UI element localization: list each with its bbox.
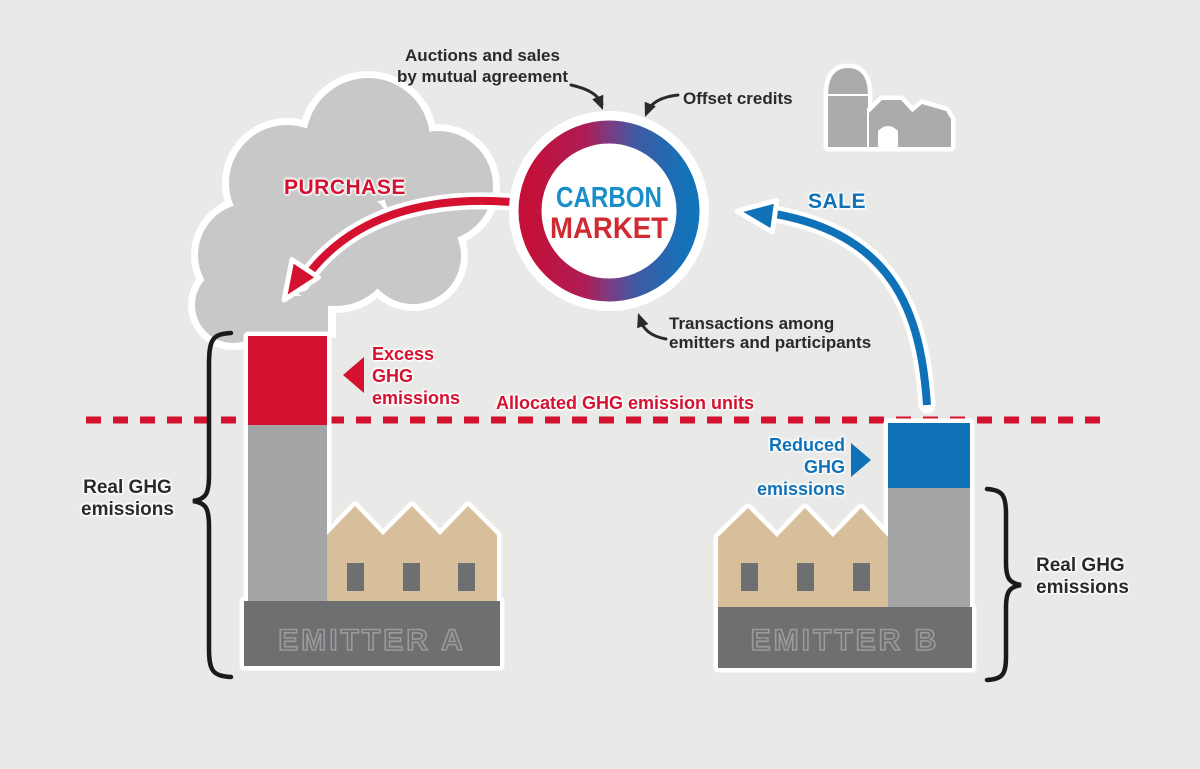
real-emissions-brace-right bbox=[984, 486, 1022, 683]
real-emissions-label-b: Real GHG emissions bbox=[1036, 555, 1129, 599]
excess-line1: Excess bbox=[372, 344, 435, 364]
real-a-line2: emissions bbox=[81, 499, 174, 520]
annotation-arrowheads bbox=[592, 94, 656, 329]
transactions-line2: emitters and participants bbox=[669, 333, 872, 352]
factory-b-building bbox=[718, 508, 888, 607]
smoke-cloud-icon bbox=[188, 71, 500, 350]
auctions-line2: by mutual agreement bbox=[397, 67, 568, 86]
factory-a-base bbox=[244, 601, 500, 666]
excess-emissions-label: Excess GHG emissions bbox=[372, 343, 460, 409]
sale-label: SALE bbox=[808, 190, 867, 213]
excess-pointer-icon bbox=[343, 357, 364, 393]
factory-a-building bbox=[327, 506, 497, 601]
allocated-units-label: Allocated GHG emission units bbox=[495, 393, 755, 413]
sale-arrow bbox=[734, 197, 936, 414]
emitter-b-factory: EMITTER B bbox=[713, 418, 977, 673]
factory-b-chimney bbox=[888, 488, 970, 607]
excess-line3: emissions bbox=[372, 388, 461, 408]
excess-line2: GHG bbox=[372, 366, 414, 386]
factory-a-chimney bbox=[248, 425, 327, 601]
excess-emissions-block bbox=[248, 336, 327, 425]
factory-b-windows bbox=[741, 563, 870, 591]
transactions-line1: Transactions among bbox=[669, 314, 835, 333]
market-ring bbox=[518, 120, 700, 302]
reduced-line1: Reduced bbox=[768, 435, 845, 455]
factory-b-base bbox=[718, 607, 972, 668]
farm-icon bbox=[823, 63, 956, 152]
emitter-b-label: EMITTER B bbox=[751, 624, 940, 657]
emitter-a-factory: EMITTER A bbox=[239, 331, 505, 671]
real-emissions-brace-left bbox=[192, 330, 234, 680]
purchase-label: PURCHASE bbox=[284, 176, 406, 199]
reduced-emissions-label: Reduced GHG emissions bbox=[735, 434, 845, 500]
reduced-pointer-icon bbox=[851, 443, 871, 477]
carbon-market-circle: CARBON MARKET bbox=[509, 111, 709, 311]
barn-door bbox=[878, 126, 898, 147]
reduced-emissions-block bbox=[888, 423, 970, 488]
transactions-label: Transactions among emitters and particip… bbox=[669, 314, 871, 352]
real-emissions-label-a: Real GHG emissions bbox=[75, 477, 180, 521]
real-a-line1: Real GHG bbox=[83, 477, 172, 498]
purchase-arrow bbox=[281, 192, 539, 303]
auctions-line1: Auctions and sales bbox=[405, 46, 560, 65]
reduced-line3: emissions bbox=[756, 479, 845, 499]
emitter-a-label: EMITTER A bbox=[278, 624, 466, 657]
offset-credits-label: Offset credits bbox=[683, 89, 793, 108]
reduced-line2: GHG bbox=[803, 457, 845, 477]
carbon-text: CARBON bbox=[556, 182, 662, 214]
real-b-line2: emissions bbox=[1036, 577, 1129, 598]
factory-a-windows bbox=[347, 563, 475, 591]
market-text: MARKET bbox=[550, 212, 668, 245]
real-b-line1: Real GHG bbox=[1036, 555, 1125, 576]
auctions-label: Auctions and sales by mutual agreement bbox=[385, 45, 580, 87]
